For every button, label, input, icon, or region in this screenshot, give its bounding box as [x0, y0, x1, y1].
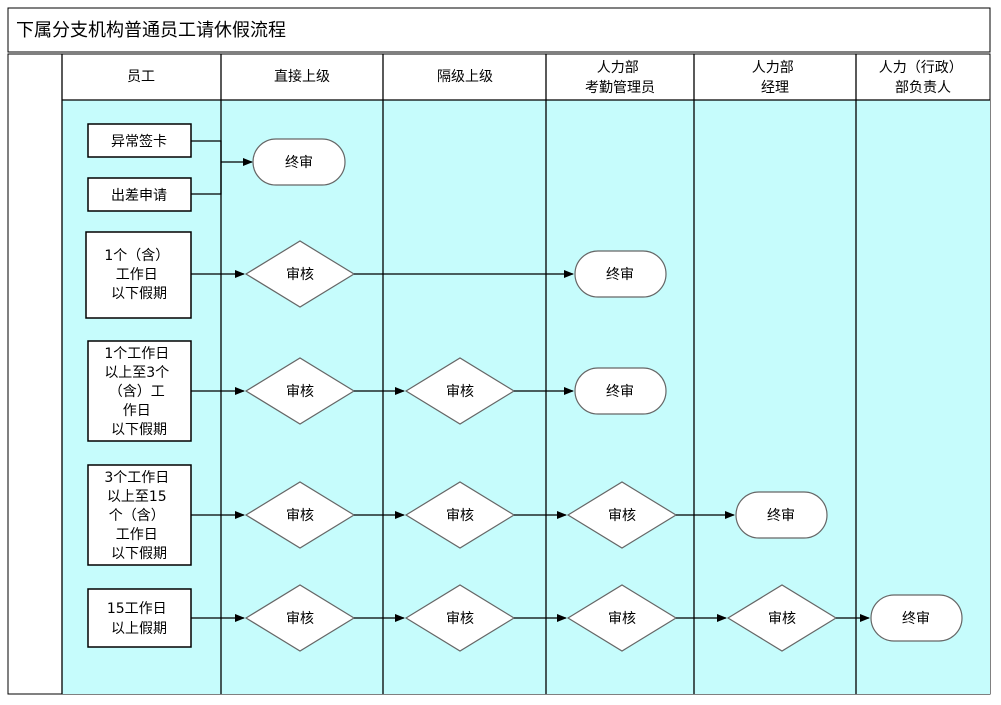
request-label: 1个（含） 工作日 以下假期: [104, 248, 173, 302]
diagram-title: 下属分支机构普通员工请休假流程: [16, 20, 286, 41]
request-box-abnormal-signin: [87, 123, 192, 158]
final-approval-label: 终审: [285, 155, 313, 171]
final-approval-label: 终审: [606, 267, 634, 283]
lane-header-hr-manager: 人力部 经理: [752, 60, 798, 96]
final-approval-terminal: [574, 367, 667, 415]
final-approval-terminal: [735, 491, 828, 539]
lane-header-employee: 员工: [127, 69, 155, 85]
lane-header-hr-admin-head: 人力（行政） 部负责人: [879, 60, 967, 96]
request-box-leave-1-to-3-days: [87, 340, 192, 442]
request-label: 异常签卡: [111, 133, 167, 150]
review-label: 审核: [446, 611, 474, 627]
connector-line: [191, 140, 222, 195]
final-approval-label: 终审: [606, 384, 634, 400]
request-box-leave-over-15-days: [87, 588, 192, 648]
request-label: 1个工作日 以上至3个 （含）工 作日 以下假期: [104, 346, 173, 438]
lane-header-direct-supervisor: 直接上级: [274, 68, 330, 85]
final-approval-label: 终审: [902, 611, 930, 627]
review-label: 审核: [286, 384, 314, 400]
review-label: 审核: [286, 267, 314, 283]
final-approval-label: 终审: [767, 508, 795, 524]
lane-header-skip-level-supervisor: 隔级上级: [437, 69, 493, 85]
request-label: 3个工作日 以上至15 个（含） 工作日 以下假期: [104, 470, 173, 562]
request-box-leave-1-day: [85, 231, 192, 319]
review-label: 审核: [286, 611, 314, 627]
final-approval-terminal: [870, 594, 963, 642]
lane-header-hr-attendance-admin: 人力部 考勤管理员: [585, 60, 655, 96]
request-label: 15工作日 以上假期: [107, 601, 171, 637]
review-label: 审核: [286, 508, 314, 524]
review-label: 审核: [608, 611, 636, 627]
lanes-background: [62, 100, 990, 694]
review-label: 审核: [446, 508, 474, 524]
review-label: 审核: [608, 508, 636, 524]
review-label: 审核: [446, 384, 474, 400]
final-approval-terminal: [574, 250, 667, 298]
final-approval-terminal: [252, 138, 346, 186]
review-label: 审核: [768, 611, 796, 627]
request-label: 出差申请: [111, 188, 167, 204]
request-box-leave-3-to-15-days: [87, 464, 192, 566]
title-bar: [7, 7, 991, 53]
